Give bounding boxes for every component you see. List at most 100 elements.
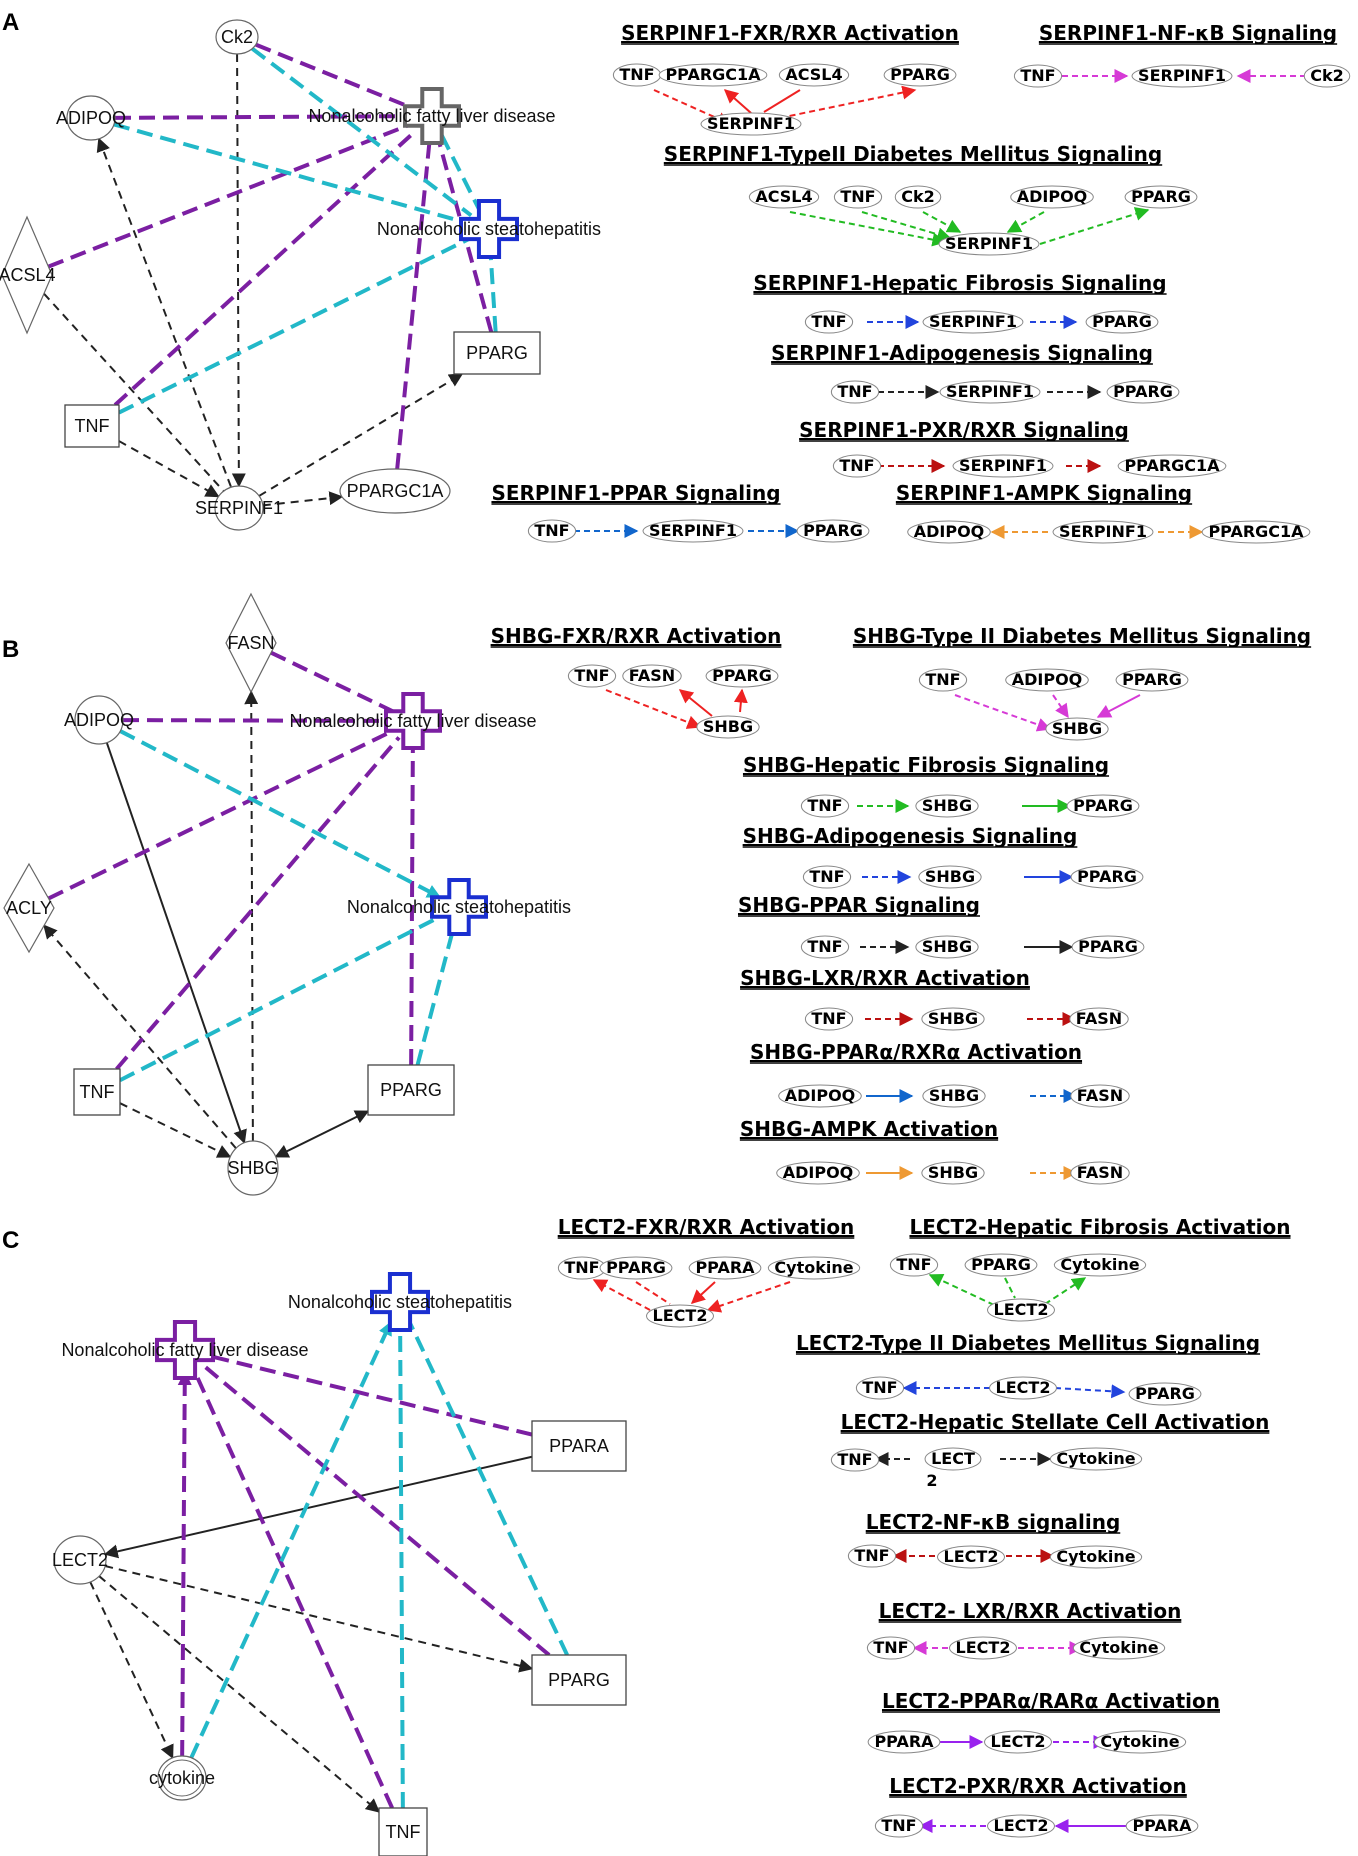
gene-ellipse: [1093, 1730, 1187, 1754]
pathway-gene: Cytokine: [1049, 1447, 1143, 1471]
pathway-gene: Cytokine: [1093, 1730, 1187, 1754]
gene-label: TNF: [809, 867, 844, 886]
gene-ellipse: [646, 1304, 714, 1328]
node-pparg[interactable]: PPARG: [453, 331, 541, 375]
pathway-link: [1096, 694, 1141, 718]
pathway-gene: SHBG: [915, 794, 979, 818]
pathway-gene: TNF: [527, 519, 577, 543]
node-label: Nonalcoholic steatohepatitis: [347, 897, 571, 917]
pathway-title: SHBG-Type II Diabetes Mellitus Signaling: [853, 624, 1311, 648]
gene-label: LECT2: [994, 1816, 1049, 1835]
node-tnf[interactable]: TNF: [378, 1807, 428, 1856]
pathway-link: [1006, 211, 1045, 233]
node-label: PPARG: [466, 343, 528, 363]
node-pparg[interactable]: PPARG: [367, 1064, 455, 1116]
pathway-title: SERPINF1-AMPK Signaling: [896, 481, 1192, 505]
gene-ellipse: [922, 310, 1024, 334]
node-label: TNF: [75, 416, 110, 436]
gene-ellipse: [832, 454, 882, 478]
node-cytokine[interactable]: cytokine: [149, 1755, 215, 1801]
disease-cross-icon: [155, 1320, 215, 1380]
node-acsl4[interactable]: ACSL4: [0, 215, 56, 335]
disease-cross-icon: [403, 87, 461, 145]
node-pparg[interactable]: PPARG: [531, 1654, 627, 1706]
pathway-gene: TNF: [800, 794, 850, 818]
pathway-gene: SERPINF1: [1131, 64, 1233, 88]
gene-ellipse: [696, 715, 760, 739]
node-adipoq[interactable]: ADIPOQ: [56, 95, 126, 141]
pathway-gene: TNF: [557, 1256, 607, 1280]
node-label: PPARA: [549, 1436, 609, 1456]
edge-tnf-serpinf1: [118, 440, 220, 498]
gene-label: Cytokine: [1100, 1732, 1179, 1751]
gene-ellipse: [1124, 185, 1198, 209]
edge-adipoq-serpinf1: [96, 137, 233, 488]
node-nafld[interactable]: Nonalcoholic fatty liver disease: [61, 1320, 309, 1380]
gene-label: PPARA: [1132, 1816, 1192, 1835]
edge-tnf-nafld: [115, 736, 401, 1071]
gene-ellipse: [1131, 64, 1233, 88]
node-serpinf1[interactable]: SERPINF1: [195, 485, 283, 531]
node-adipoq[interactable]: ADIPOQ: [64, 695, 134, 745]
node-shbg[interactable]: SHBG: [227, 1140, 279, 1196]
node-ck2[interactable]: Ck2: [215, 19, 259, 55]
edge-tnf-nash: [118, 237, 470, 415]
node-fasn[interactable]: FASN: [225, 592, 277, 694]
pathway-gene: SERPINF1: [700, 112, 802, 136]
gene-label: PPARG: [606, 1258, 666, 1277]
gene-ellipse: [984, 1730, 1052, 1754]
pathway-title: LECT2-FXR/RXR Activation: [558, 1215, 855, 1239]
pathway-title: SERPINF1-Adipogenesis Signaling: [771, 341, 1153, 365]
pathway-gene: Cytokine: [767, 1256, 861, 1280]
node-ppargc1a[interactable]: PPARGC1A: [339, 468, 451, 514]
node-rect-shape: [378, 1807, 428, 1856]
gene-label: Cytokine: [774, 1258, 853, 1277]
edge-lect2-cytokine: [89, 1581, 174, 1760]
gene-label: SHBG: [928, 1163, 978, 1182]
gene-ellipse: [883, 63, 957, 87]
edge-adipoq-nash: [119, 729, 442, 899]
gene-ellipse: [1106, 380, 1180, 404]
node-tnf[interactable]: TNF: [73, 1068, 121, 1116]
gene-ellipse: [989, 1376, 1057, 1400]
node-nafld[interactable]: Nonalcoholic fatty liver disease: [308, 87, 556, 145]
node-nash[interactable]: Nonalcoholic steatohepatitis: [288, 1272, 512, 1332]
gene-label: TNF: [811, 1009, 846, 1028]
gene-label: ADIPOQ: [785, 1086, 856, 1105]
gene-label: FASN: [1076, 1009, 1122, 1028]
node-acly[interactable]: ACLY: [3, 862, 55, 954]
pathway-gene: FASN: [1070, 1161, 1130, 1185]
pathway-gene: SHBG: [921, 1007, 985, 1031]
node-label: Nonalcoholic steatohepatitis: [288, 1292, 512, 1312]
node-ppara[interactable]: PPARA: [531, 1420, 627, 1472]
pathway-link: [733, 688, 748, 713]
pathway-title: SHBG-AMPK Activation: [740, 1117, 998, 1141]
node-lect2[interactable]: LECT2: [52, 1535, 108, 1585]
node-label: TNF: [80, 1082, 115, 1102]
gene-label: FASN: [629, 666, 675, 685]
pathway-gene: Cytokine: [1049, 1545, 1143, 1569]
pathway-title: LECT2-Hepatic Stellate Cell Activation: [841, 1410, 1270, 1434]
node-nash[interactable]: Nonalcoholic steatohepatitis: [347, 878, 571, 936]
gene-label: PPARG: [1122, 670, 1182, 689]
gene-label-extra: 2: [926, 1471, 937, 1490]
gene-label: SHBG: [922, 937, 972, 956]
pathway-link: [922, 211, 962, 233]
pathway-gene: TNF: [800, 935, 850, 959]
pathway-gene: TNF: [1013, 64, 1063, 88]
gene-ellipse: [778, 1084, 862, 1108]
pathway-gene: TNF: [855, 1376, 905, 1400]
edge-pparg-nash: [407, 1321, 569, 1656]
gene-label: PPARG: [712, 666, 772, 685]
node-tnf[interactable]: TNF: [64, 404, 120, 448]
gene-ellipse: [918, 668, 968, 692]
node-nafld[interactable]: Nonalcoholic fatty liver disease: [289, 692, 537, 750]
pathway-gene: SERPINF1: [939, 380, 1041, 404]
node-nash[interactable]: Nonalcoholic steatohepatitis: [377, 199, 601, 259]
pathway-gene: PPARG: [705, 664, 779, 688]
node-label: ADIPOQ: [56, 108, 126, 128]
gene-label: PPARG: [1092, 312, 1152, 331]
